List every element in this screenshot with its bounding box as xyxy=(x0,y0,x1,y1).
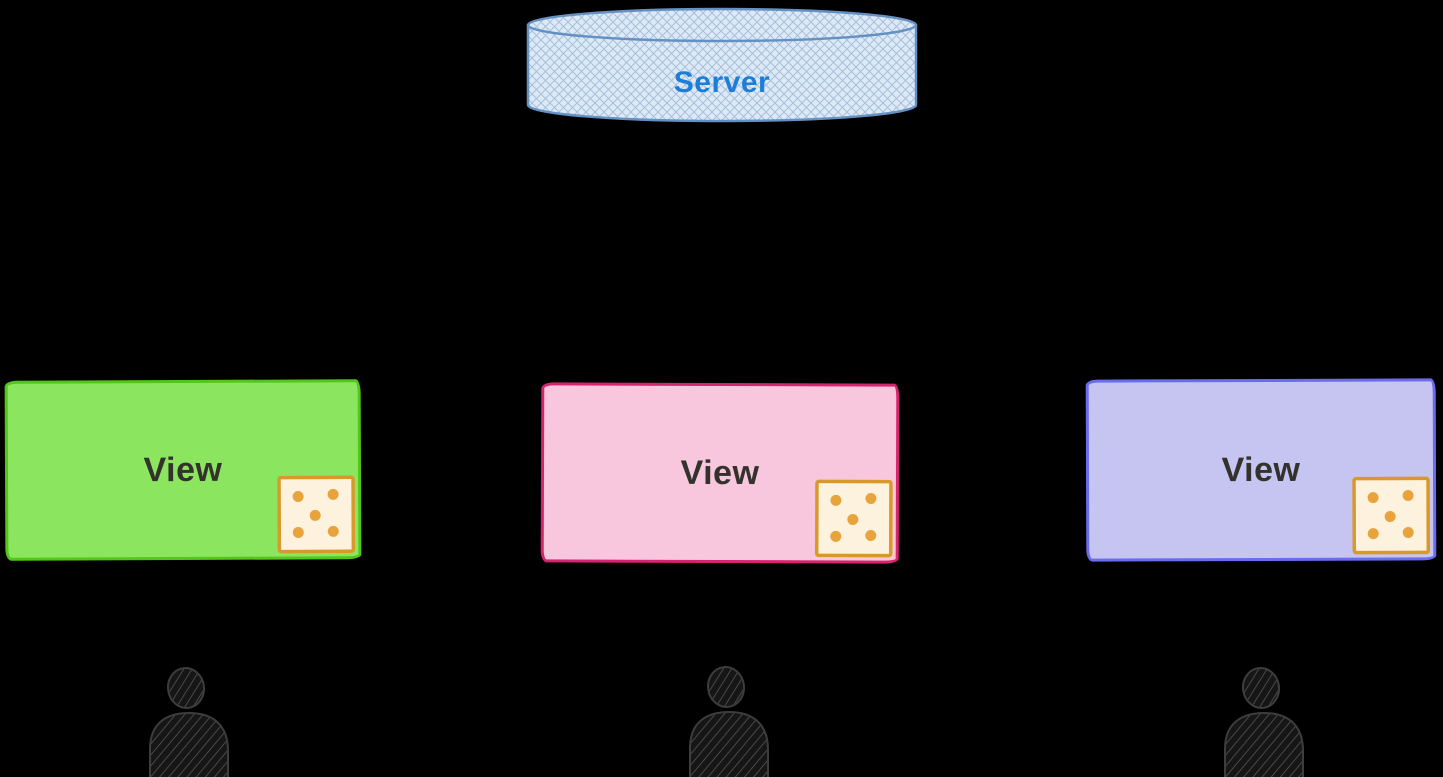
person-icon xyxy=(1211,663,1317,777)
view-card-purple: View xyxy=(1085,378,1437,562)
database-cylinder-icon xyxy=(526,7,918,123)
person-icon xyxy=(136,663,242,777)
server-label: Server xyxy=(673,66,771,99)
dice-five-icon xyxy=(1352,476,1431,555)
view-label: View xyxy=(143,450,223,489)
server-node: Server xyxy=(523,4,921,128)
person-icon xyxy=(676,662,782,777)
view-card-green: View xyxy=(4,379,362,561)
view-card-pink: View xyxy=(540,382,900,564)
view-label: View xyxy=(680,453,760,492)
view-label: View xyxy=(1221,450,1301,489)
dice-five-icon xyxy=(814,479,893,558)
dice-five-icon xyxy=(277,475,356,554)
